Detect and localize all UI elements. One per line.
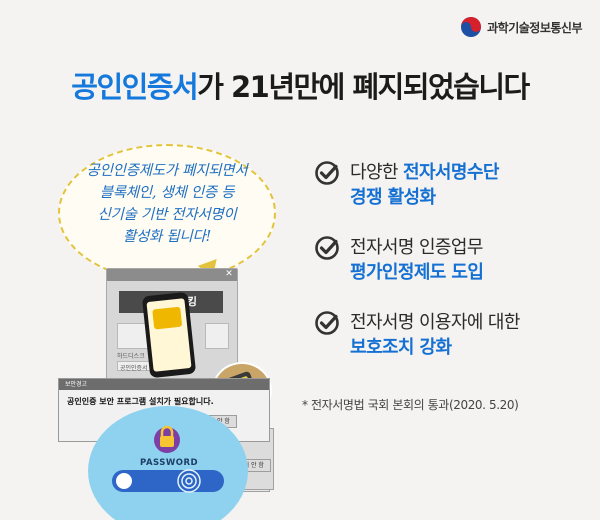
close-icon: ✕ bbox=[225, 269, 233, 279]
phone-card bbox=[152, 306, 183, 330]
ministry-name: 과학기술정보통신부 bbox=[487, 20, 582, 35]
check-circle-icon bbox=[315, 311, 339, 335]
checklist-1-prefix: 다양한 bbox=[350, 162, 404, 183]
usb-tile bbox=[205, 323, 229, 349]
password-circle bbox=[88, 406, 248, 520]
title-accent: 공인인증서 bbox=[71, 70, 198, 104]
bubble-line-2: 블록체인, 생체 인증 등 bbox=[99, 185, 235, 201]
check-circle-icon bbox=[315, 236, 339, 260]
checklist-1-highlight: 전자서명수단 bbox=[403, 162, 499, 183]
page-title: 공인인증서가 21년만에 폐지되었습니다 bbox=[0, 64, 600, 106]
footnote: * 전자서명법 국회 본회의 통과(2020. 5.20) bbox=[302, 398, 519, 412]
speech-bubble-text: 공인인증제도가 폐지되면서 블록체인, 생체 인증 등 신기술 기반 전자서명이… bbox=[72, 160, 262, 248]
checklist-text-3: 전자서명 이용자에 대한 보호조치 강화 bbox=[350, 310, 520, 360]
checklist-item-2: 전자서명 인증업무 평가인정제도 도입 bbox=[314, 235, 484, 285]
fingerprint-icon bbox=[177, 469, 201, 493]
checklist-1-line2: 경쟁 활성화 bbox=[350, 187, 436, 208]
window-titlebar bbox=[107, 269, 237, 281]
bubble-line-3: 신기술 기반 전자서명이 bbox=[97, 207, 237, 223]
bubble-line-1: 공인인증제도가 폐지되면서 bbox=[86, 163, 248, 179]
checklist-2-prefix: 전자서명 인증업무 bbox=[350, 237, 483, 258]
dialog-message: 공인인증 보안 프로그램 설치가 필요합니다. bbox=[67, 397, 214, 406]
harddisk-label: 하드디스크 bbox=[117, 353, 145, 360]
phone-screen bbox=[146, 298, 192, 372]
dialog-titlebar: 보안경고 bbox=[59, 379, 269, 390]
checklist-3-prefix: 전자서명 이용자에 대한 bbox=[350, 312, 520, 333]
check-circle-icon bbox=[315, 161, 339, 185]
bubble-line-4: 활성화 됩니다! bbox=[122, 229, 212, 245]
password-label: PASSWORD bbox=[140, 458, 199, 468]
checklist-text-2: 전자서명 인증업무 평가인정제도 도입 bbox=[350, 235, 484, 285]
password-field bbox=[112, 470, 224, 492]
checklist-2-line2: 평가인정제도 도입 bbox=[350, 262, 484, 283]
padlock-icon bbox=[154, 425, 180, 453]
certificate-label: 공인인증서 bbox=[120, 365, 148, 372]
taegeuk-emblem-icon bbox=[461, 17, 482, 37]
smartphone bbox=[141, 291, 197, 379]
ministry-logo: 과학기술정보통신부 bbox=[460, 16, 582, 38]
checklist-3-line2: 보호조치 강화 bbox=[350, 337, 452, 358]
checklist-text-1: 다양한 전자서명수단 경쟁 활성화 bbox=[350, 160, 499, 210]
title-rest: 가 21년만에 폐지되었습니다 bbox=[197, 70, 530, 104]
checklist-item-3: 전자서명 이용자에 대한 보호조치 강화 bbox=[314, 310, 520, 360]
checklist-item-1: 다양한 전자서명수단 경쟁 활성화 bbox=[314, 160, 499, 210]
password-field-knob bbox=[116, 473, 132, 489]
